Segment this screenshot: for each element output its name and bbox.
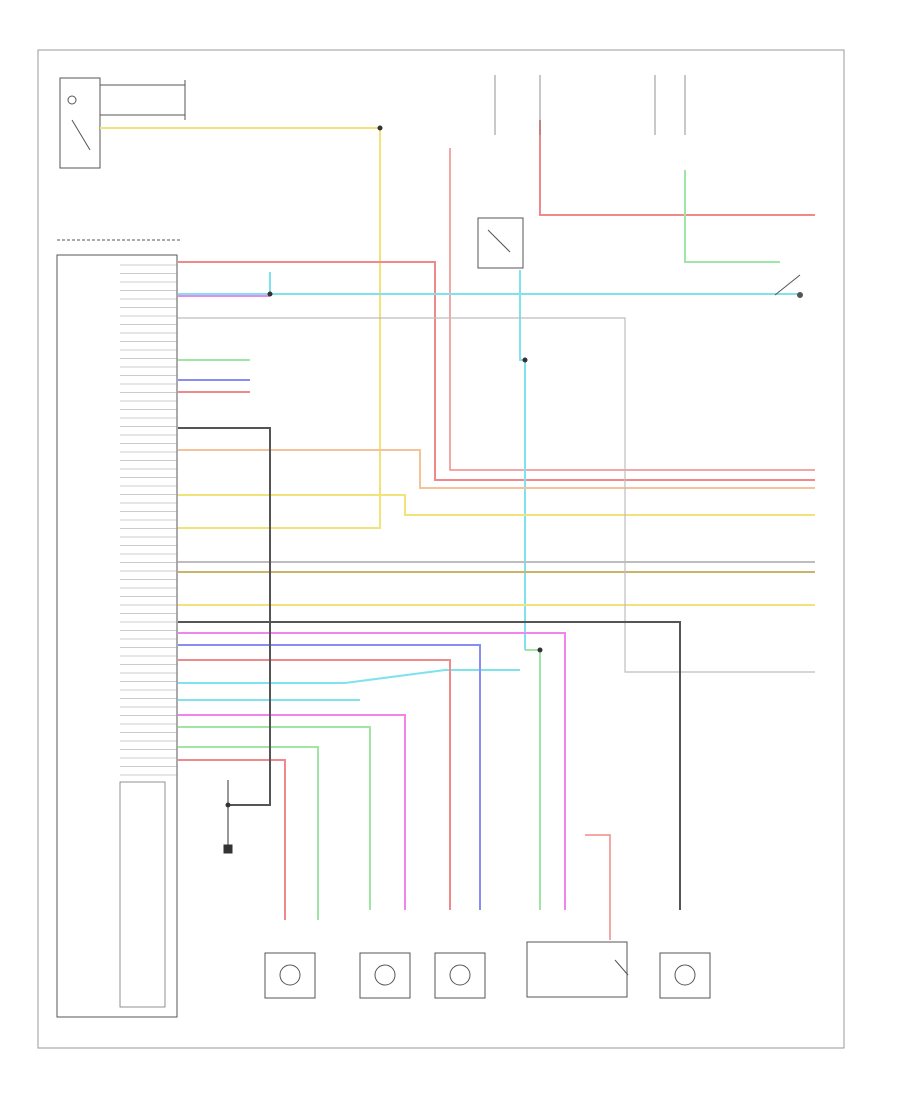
wire-red-low-c [178,759,286,920]
stop-lamp-switch [526,941,629,998]
wire-green-b [178,726,371,910]
wire-green-stop [525,649,541,910]
junction-dot [225,802,231,808]
control-module-box [56,254,178,1018]
relay-box [477,217,524,269]
wire-green-c [178,746,319,920]
wire-red-feed [449,148,815,471]
module-pin-stubs [120,264,178,776]
wheel-speed-sensors [264,952,711,999]
wheel-speed-sensor [264,952,316,999]
wire-darkgray-b [178,621,681,910]
junction-dot [522,357,528,363]
wire-darkgray [178,427,271,806]
wire-cyan-low [178,669,520,684]
wire-gray-b [178,317,815,673]
wheel-speed-sensor [359,952,411,999]
wire-green-right [684,170,780,263]
wire-red-low-b [178,659,451,910]
wires [100,120,815,940]
diagram-frame [37,49,845,1049]
wire-violet-a [178,632,566,910]
wire-orange [178,449,815,489]
right-switch [774,274,803,298]
junction-dots [225,125,543,808]
wire-yellow-top [100,127,381,529]
junction-dot [267,291,273,297]
ground-symbol [223,780,233,854]
wheel-speed-sensor [659,952,711,999]
wire-blue-b [178,644,481,910]
wire-yellow-mid [178,494,815,516]
wire-red-right [539,120,815,216]
wire-stop-red [585,834,611,940]
wheel-speed-sensor [434,952,486,999]
top-left-switch [59,77,186,169]
wire-violet-b [178,714,406,910]
fuse-block-top [494,75,686,135]
junction-dot [377,125,383,131]
junction-dot [537,647,543,653]
wire-cyan-vertical [519,270,526,650]
module-connector-block [119,781,166,1008]
